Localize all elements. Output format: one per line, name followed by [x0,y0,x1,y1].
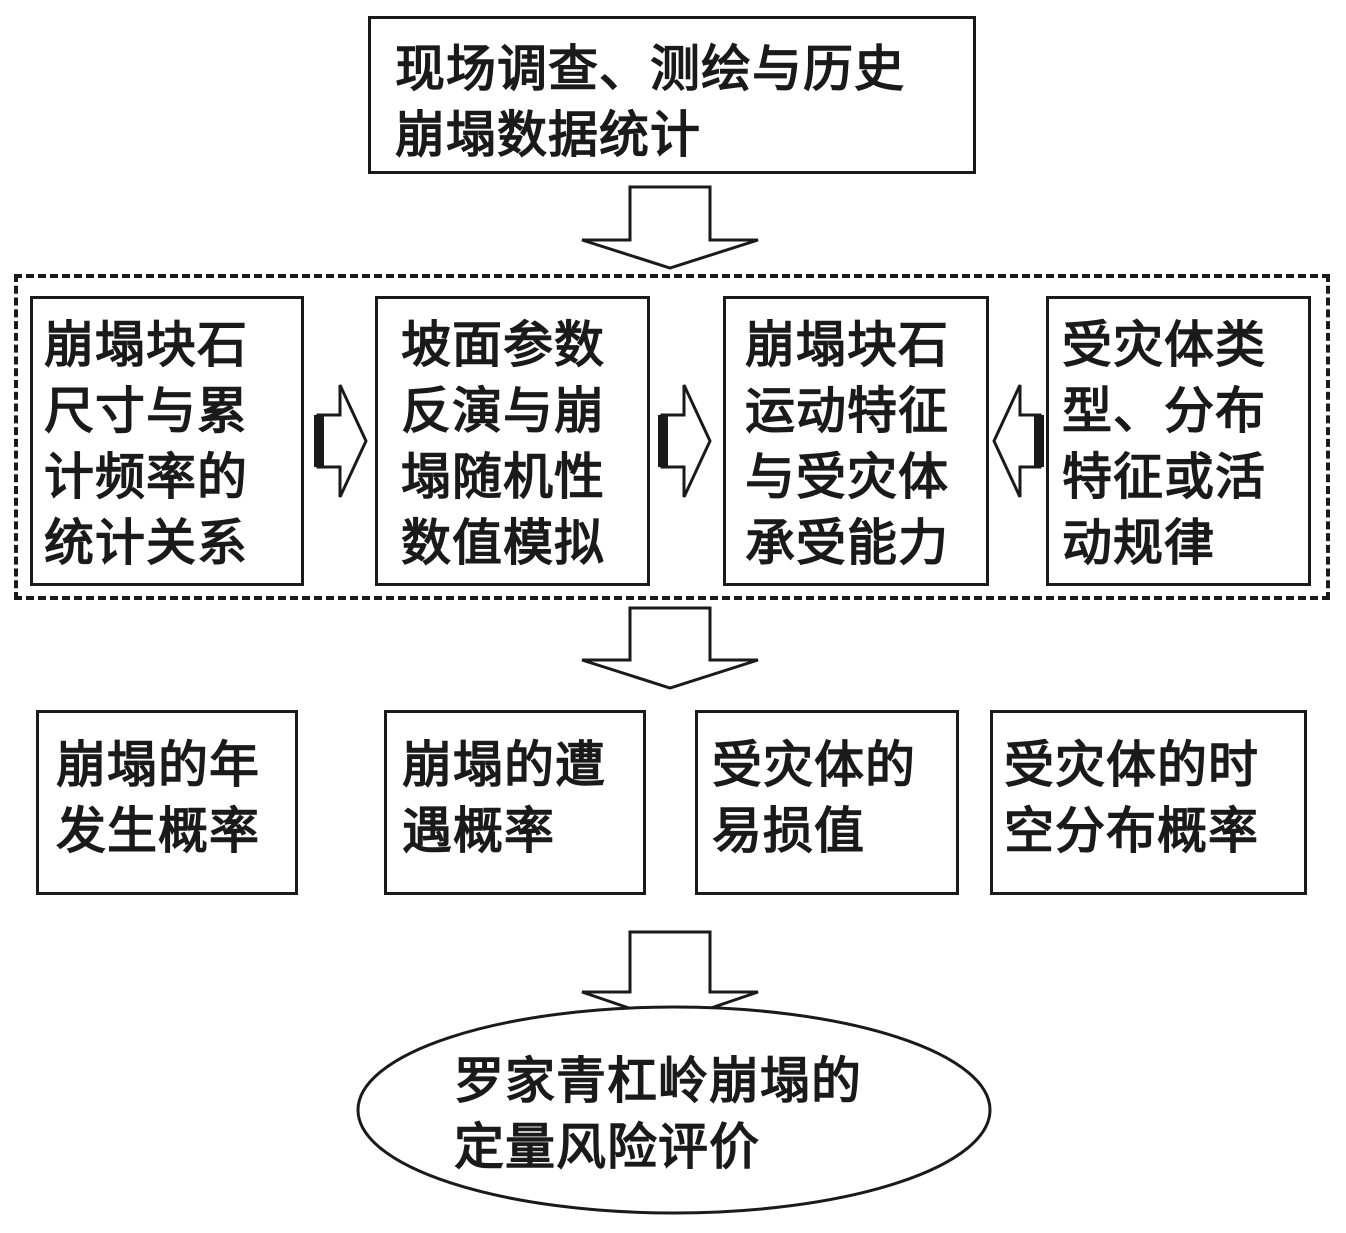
arrow-tail-bar [658,415,668,467]
process-box-slope-inversion [375,296,650,586]
result-box-encounter-probability-text: 崩塌的遭 遇概率 [402,736,606,860]
final-ellipse [356,1005,992,1215]
process-group [14,274,1330,600]
process-box-hazard-bearers-text: 受灾体类 型、分布 特征或活 动规律 [1062,316,1266,572]
left-arrow-icon [992,384,1042,498]
right-arrow-icon [316,384,368,498]
down-arrow-icon [581,606,759,690]
result-box-spatiotemporal-probability [990,710,1307,895]
result-box-vulnerability [695,710,959,895]
result-box-encounter-probability [384,710,646,895]
result-box-annual-probability [36,710,298,895]
top-box-text: 现场调查、测绘与历史 崩塌数据统计 [395,40,905,164]
process-box-slope-inversion-text: 坡面参数 反演与崩 塌随机性 数值模拟 [401,316,605,572]
process-box-motion-features [723,296,989,586]
process-box-hazard-bearers [1046,296,1311,586]
process-box-motion-features-text: 崩塌块石 运动特征 与受灾体 承受能力 [745,316,949,572]
right-arrow-icon [660,384,712,498]
arrow-tail-bar [1034,415,1044,467]
process-box-block-size-text: 崩塌块石 尺寸与累 计频率的 统计关系 [44,316,248,572]
down-arrow-icon [581,185,759,270]
final-ellipse-text: 罗家青杠岭崩塌的 定量风险评价 [454,1052,862,1176]
result-box-annual-probability-text: 崩塌的年 发生概率 [56,736,260,860]
top-box [368,16,976,174]
process-box-block-size [30,296,304,586]
result-box-spatiotemporal-probability-text: 受灾体的时 空分布概率 [1004,736,1259,860]
arrow-tail-bar [314,415,324,467]
result-box-vulnerability-text: 受灾体的 易损值 [712,736,916,860]
